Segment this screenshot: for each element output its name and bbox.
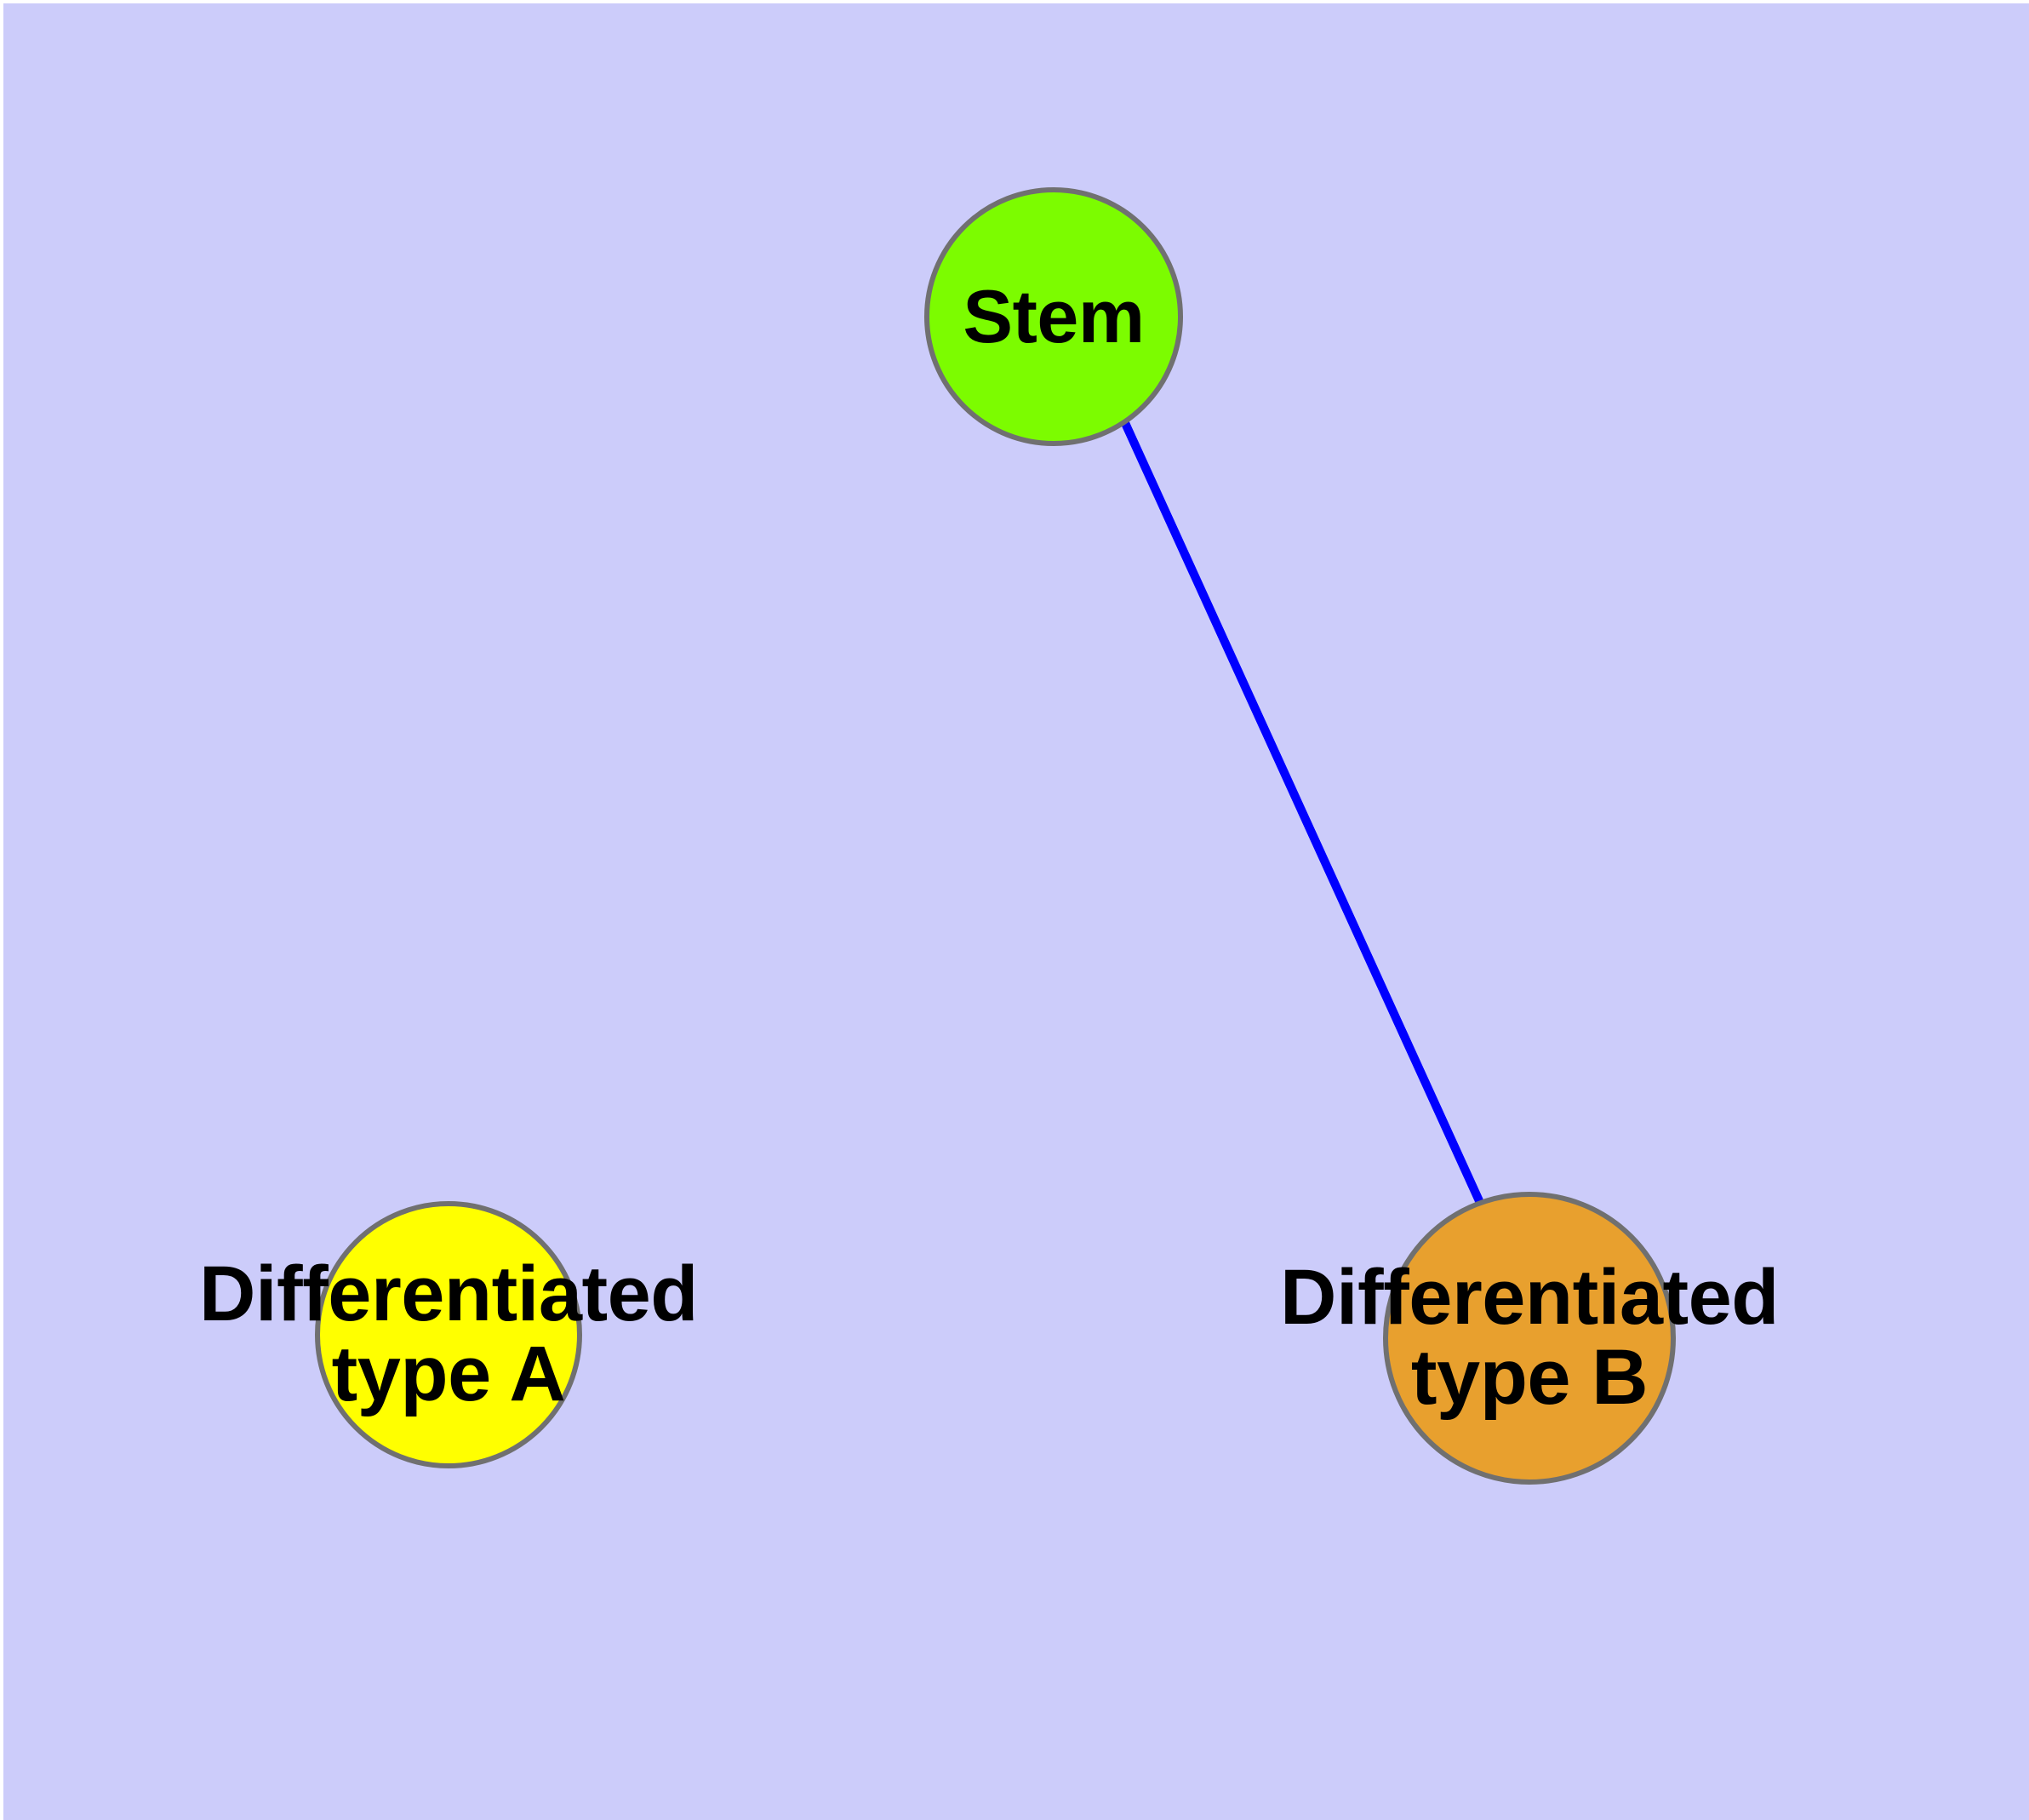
node-group <box>315 187 1676 1485</box>
edge-group <box>1121 421 1494 1226</box>
node-stem[interactable] <box>924 187 1183 446</box>
node-differentiated-type-b[interactable] <box>1383 1192 1676 1485</box>
edge-stem-to-differentiated-type-b <box>1121 421 1494 1226</box>
node-differentiated-type-a[interactable] <box>315 1201 582 1468</box>
